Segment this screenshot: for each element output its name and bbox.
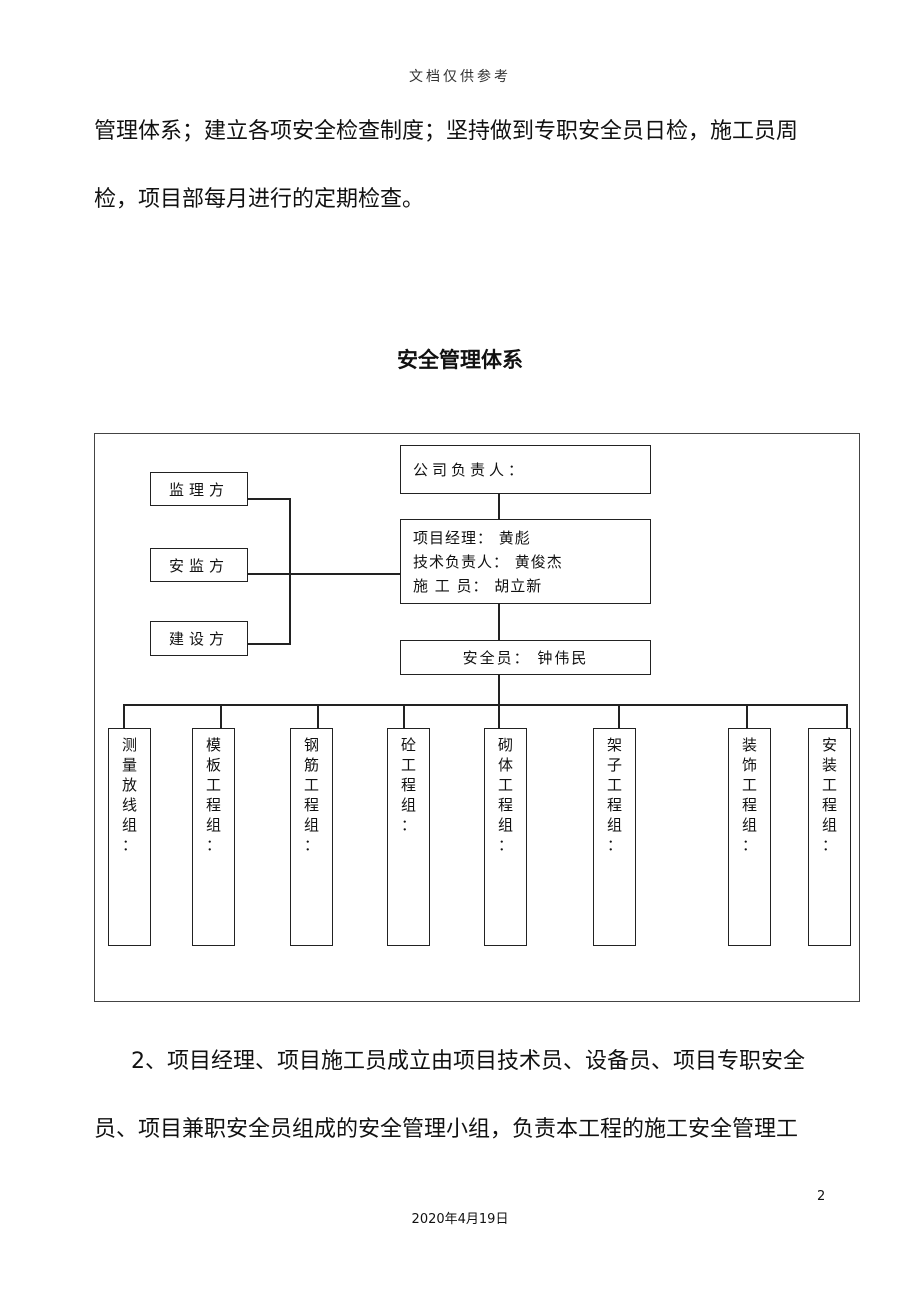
group-char: 筋 — [303, 756, 319, 774]
group-char: 组 — [205, 816, 221, 834]
group-char: 放 — [121, 776, 137, 794]
group-char: 工 — [303, 776, 319, 794]
group-char: 板 — [205, 756, 221, 774]
group-char: 程 — [303, 796, 319, 814]
group-char: 量 — [121, 756, 137, 774]
paragraph-2: 2、项目经理、项目施工员成立由项目技术员、设备员、项目专职安全 员、项目兼职安全… — [94, 1028, 834, 1164]
group-char: ： — [497, 836, 513, 854]
group-char: ： — [821, 836, 837, 854]
connector-line — [248, 573, 400, 575]
connector-line — [618, 704, 620, 728]
group-char: 程 — [606, 796, 622, 814]
para2-line-1: 2、项目经理、项目施工员成立由项目技术员、设备员、项目专职安全 — [131, 1049, 805, 1074]
construction-party-box: 建设方 — [150, 621, 248, 656]
intro-paragraph: 管理体系；建立各项安全检查制度；坚持做到专职安全员日检，施工员周 检，项目部每月… — [94, 98, 834, 234]
connector-line — [846, 704, 848, 728]
group-char: ： — [303, 836, 319, 854]
group-char: 工 — [606, 776, 622, 794]
group-char: 子 — [606, 756, 622, 774]
group-char: 组 — [606, 816, 622, 834]
diagram-title: 安全管理体系 — [397, 348, 523, 372]
connector-line — [498, 675, 500, 705]
header-note: 文档仅供参考 — [409, 69, 511, 85]
project-management-box: 项目经理： 黄彪 技术负责人： 黄俊杰 施 工 员： 胡立新 — [400, 519, 651, 604]
project-manager-label: 项目经理： 黄彪 — [413, 529, 531, 547]
supervisor-party-label: 监理方 — [168, 480, 229, 499]
group-char: 组 — [121, 816, 137, 834]
group-char: 测 — [121, 736, 137, 754]
company-head-box: 公司负责人： — [400, 445, 651, 494]
group-char: 体 — [497, 756, 513, 774]
group-char: 线 — [121, 796, 137, 814]
formwork-group-box: 模 板 工 程 组 ： — [192, 728, 235, 946]
group-char: 装 — [821, 756, 837, 774]
group-char: 工 — [741, 776, 757, 794]
supervisor-party-box: 监理方 — [150, 472, 248, 506]
safety-officer-label: 安全员： 钟伟民 — [462, 649, 589, 667]
group-char: ： — [121, 836, 137, 854]
connector-line — [403, 704, 405, 728]
group-char: 工 — [497, 776, 513, 794]
group-char: 饰 — [741, 756, 757, 774]
rebar-group-box: 钢 筋 工 程 组 ： — [290, 728, 333, 946]
concrete-group-box: 砼 工 程 组 ： — [387, 728, 430, 946]
group-char: 程 — [205, 796, 221, 814]
group-char: 程 — [497, 796, 513, 814]
group-char: ： — [205, 836, 221, 854]
construction-party-label: 建设方 — [168, 630, 229, 648]
connector-line — [498, 704, 500, 728]
group-char: 程 — [741, 796, 757, 814]
connector-line — [317, 704, 319, 728]
para2-line-2: 员、项目兼职安全员组成的安全管理小组，负责本工程的施工安全管理工 — [94, 1117, 799, 1142]
intro-line-1: 管理体系；建立各项安全检查制度；坚持做到专职安全员日检，施工员周 — [94, 119, 799, 144]
group-char: 安 — [821, 736, 837, 754]
group-char: ： — [741, 836, 757, 854]
installation-group-box: 安 装 工 程 组 ： — [808, 728, 851, 946]
survey-group-box: 测 量 放 线 组 ： — [108, 728, 151, 946]
connector-line — [289, 498, 291, 645]
connector-line — [498, 494, 500, 519]
connector-line — [248, 498, 290, 500]
group-char: 组 — [741, 816, 757, 834]
group-char: 砼 — [400, 736, 416, 754]
safety-supervision-party-box: 安监方 — [150, 548, 248, 582]
group-char: 工 — [821, 776, 837, 794]
site-engineer-label: 施 工 员： 胡立新 — [413, 577, 543, 595]
group-char: 组 — [497, 816, 513, 834]
group-char: 组 — [821, 816, 837, 834]
group-char: 砌 — [497, 736, 513, 754]
safety-officer-box: 安全员： 钟伟民 — [400, 640, 651, 675]
page-number: 2 — [817, 1189, 826, 1204]
connector-line — [746, 704, 748, 728]
group-char: ： — [400, 816, 416, 834]
group-char: 程 — [400, 776, 416, 794]
company-head-label: 公司负责人： — [413, 461, 528, 479]
connector-line — [248, 643, 290, 645]
footer-date: 2020年4月19日 — [411, 1212, 509, 1227]
group-char: ： — [606, 836, 622, 854]
connector-line — [123, 704, 848, 706]
group-char: 工 — [205, 776, 221, 794]
intro-line-2: 检，项目部每月进行的定期检查。 — [94, 187, 425, 212]
connector-line — [498, 604, 500, 640]
safety-supervision-party-label: 安监方 — [168, 556, 229, 575]
connector-line — [220, 704, 222, 728]
group-char: 钢 — [303, 736, 319, 754]
group-char: 程 — [821, 796, 837, 814]
connector-line — [123, 704, 125, 728]
diagram-frame — [94, 433, 860, 1002]
technical-lead-label: 技术负责人： 黄俊杰 — [413, 553, 563, 571]
group-char: 装 — [741, 736, 757, 754]
group-char: 工 — [400, 756, 416, 774]
group-char: 组 — [400, 796, 416, 814]
group-char: 模 — [205, 736, 221, 754]
decoration-group-box: 装 饰 工 程 组 ： — [728, 728, 771, 946]
group-char: 架 — [606, 736, 622, 754]
scaffolding-group-box: 架 子 工 程 组 ： — [593, 728, 636, 946]
group-char: 组 — [303, 816, 319, 834]
masonry-group-box: 砌 体 工 程 组 ： — [484, 728, 527, 946]
